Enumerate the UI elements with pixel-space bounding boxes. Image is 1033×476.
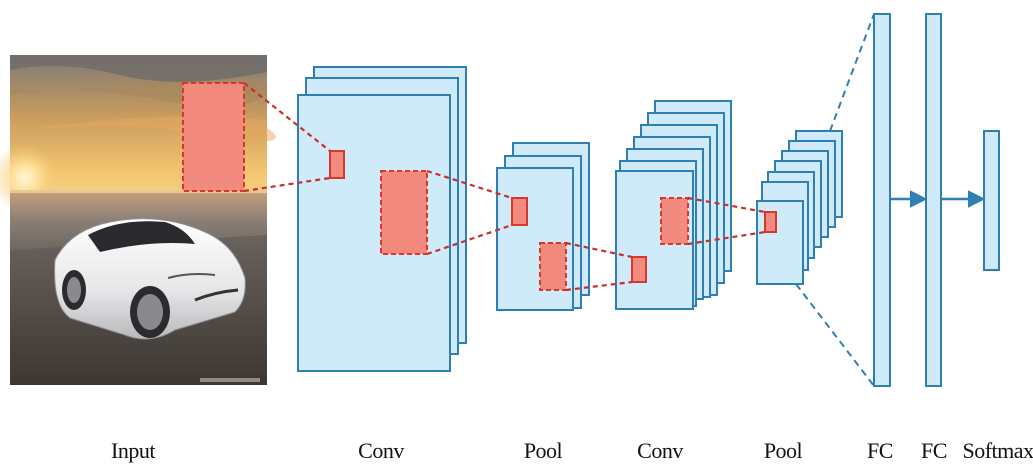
pool2-output bbox=[764, 211, 777, 233]
label-conv1: Conv bbox=[358, 438, 404, 463]
conv2-receptive-field bbox=[660, 197, 689, 245]
label-pool1: Pool bbox=[523, 438, 563, 463]
fc-connectors bbox=[795, 13, 875, 387]
car-icon bbox=[54, 218, 246, 340]
conv2-filter-output bbox=[631, 256, 647, 283]
pool2-layer-stack bbox=[756, 130, 843, 285]
fc1-layer bbox=[873, 13, 891, 387]
label-conv2: Conv bbox=[637, 438, 683, 463]
fc2-layer bbox=[925, 13, 942, 387]
pool1-output bbox=[511, 197, 528, 226]
pool1-receptive-field bbox=[539, 242, 567, 291]
conv1-filter-output bbox=[329, 150, 345, 179]
conv1-receptive-field bbox=[380, 170, 428, 255]
label-pool2: Pool bbox=[763, 438, 803, 463]
label-fc2: FC bbox=[921, 438, 947, 463]
label-input: Input bbox=[111, 438, 155, 463]
input-receptive-field bbox=[182, 82, 245, 192]
receptive-field-connectors bbox=[243, 82, 766, 292]
label-softmax: Softmax bbox=[962, 438, 1033, 463]
softmax-layer bbox=[983, 130, 1000, 271]
label-fc1: FC bbox=[867, 438, 893, 463]
